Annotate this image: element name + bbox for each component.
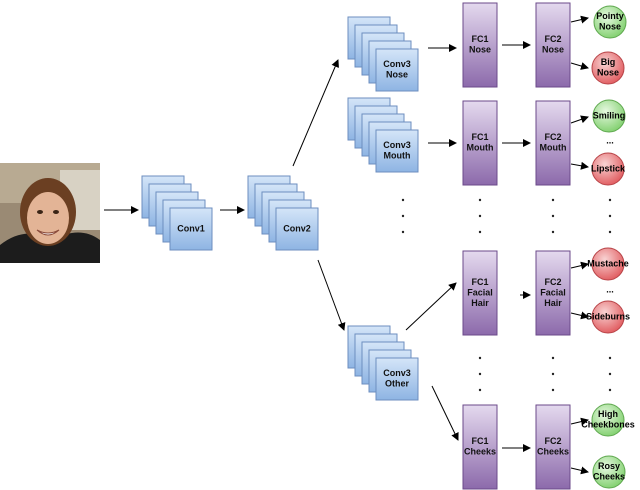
arrow-fc2-lipstick bbox=[570, 161, 589, 170]
face-photo bbox=[0, 163, 100, 263]
vertical-dots-fc1-lower bbox=[478, 356, 482, 392]
conv3-nose-stack-label-line-1: Nose bbox=[386, 70, 408, 80]
conv1-stack-label: Conv1 bbox=[177, 223, 205, 233]
fc2-nose-box-label-line-1: Nose bbox=[542, 45, 564, 55]
arrow-fc2-pointy bbox=[570, 15, 589, 24]
fc2-cheeks-box-label-line-1: Cheeks bbox=[537, 447, 569, 457]
output-mustache-label-line-0: Mustache bbox=[587, 258, 629, 268]
vertical-dots-conv3 bbox=[401, 198, 405, 234]
output-high-cheekbones-label-line-1: Cheekbones bbox=[581, 420, 635, 430]
output-lipstick-label-line-0: Lipstick bbox=[591, 163, 626, 173]
conv2-stack: Conv2 bbox=[247, 175, 319, 251]
output-pointy-nose-label-line-1: Nose bbox=[599, 22, 621, 32]
fc1-mouth-box-label-line-1: Mouth bbox=[467, 143, 494, 153]
vertical-dots-outputs-lower bbox=[608, 356, 612, 392]
output-rosy-cheeks-label-line-1: Cheeks bbox=[593, 472, 625, 482]
output-smiling: Smiling bbox=[592, 99, 626, 133]
fc1-nose-box-label-line-0: FC1 bbox=[471, 34, 488, 44]
arrow-other-facialhair bbox=[405, 282, 457, 331]
fc2-facial-hair-box-label-line-2: Hair bbox=[544, 298, 562, 308]
fc2-facial-hair-box-label-line-1: Facial bbox=[540, 287, 566, 297]
conv3-mouth-stack-label-line-1: Mouth bbox=[384, 151, 411, 161]
output-rosy-cheeks-label-line-0: Rosy bbox=[598, 461, 620, 471]
output-high-cheekbones-label-line-0: High bbox=[598, 409, 618, 419]
arrow-fc2-bignose bbox=[570, 62, 589, 70]
arrow-conv2-other bbox=[317, 259, 346, 331]
fc2-mouth-box-label-line-0: FC2 bbox=[544, 132, 561, 142]
output-mustache: Mustache bbox=[587, 247, 629, 281]
outputs-ellipsis-hair: ... bbox=[606, 284, 614, 294]
arrow-fc2-sideburns bbox=[570, 311, 589, 320]
output-sideburns: Sideburns bbox=[586, 300, 630, 334]
vertical-dots-outputs-upper bbox=[608, 198, 612, 234]
conv3-mouth-stack-label-line-0: Conv3 bbox=[383, 140, 411, 150]
fc2-nose-box-label-line-0: FC2 bbox=[544, 34, 561, 44]
output-big-nose-label-line-1: Nose bbox=[597, 68, 619, 78]
fc2-mouth-box-label-line-1: Mouth bbox=[540, 143, 567, 153]
fc1-cheeks-box-label-line-1: Cheeks bbox=[464, 447, 496, 457]
fc2-cheeks-box-label-line-0: FC2 bbox=[544, 436, 561, 446]
arrow-other-cheeks bbox=[431, 385, 459, 441]
fc1-facial-hair-box-label-line-1: Facial bbox=[467, 287, 493, 297]
arrow-fc2-rosy bbox=[570, 466, 589, 475]
arrow-fc2-smiling bbox=[570, 115, 589, 124]
arrow-conv2-nose bbox=[292, 59, 339, 167]
vertical-dots-fc2-lower bbox=[551, 356, 555, 392]
output-sideburns-label-line-0: Sideburns bbox=[586, 311, 630, 321]
conv3-other-stack-label-line-1: Other bbox=[385, 379, 410, 389]
fc1-facial-hair-box-label-line-2: Hair bbox=[471, 298, 489, 308]
vertical-dots-fc1-upper bbox=[478, 198, 482, 234]
conv2-stack-label: Conv2 bbox=[283, 223, 311, 233]
arrow-fc2-highcheek bbox=[570, 417, 589, 426]
arrow-fc2-mustache bbox=[570, 261, 589, 270]
conv3-nose-stack-label-line-0: Conv3 bbox=[383, 59, 411, 69]
conv1-stack: Conv1 bbox=[141, 175, 213, 251]
output-smiling-label-line-0: Smiling bbox=[593, 110, 626, 120]
output-pointy-nose-label-line-0: Pointy bbox=[596, 11, 624, 21]
fc1-cheeks-box-label-line-0: FC1 bbox=[471, 436, 488, 446]
fc1-mouth-box-label-line-0: FC1 bbox=[471, 132, 488, 142]
conv3-other-stack-label-line-0: Conv3 bbox=[383, 368, 411, 378]
fc1-nose-box-label-line-1: Nose bbox=[469, 45, 491, 55]
outputs-ellipsis-mouth: ... bbox=[606, 135, 614, 145]
vertical-dots-fc2-upper bbox=[551, 198, 555, 234]
fc2-facial-hair-box-label-line-0: FC2 bbox=[544, 277, 561, 287]
output-lipstick: Lipstick bbox=[591, 152, 626, 186]
output-big-nose-label-line-0: Big bbox=[601, 57, 616, 67]
fc1-facial-hair-box-label-line-0: FC1 bbox=[471, 277, 488, 287]
